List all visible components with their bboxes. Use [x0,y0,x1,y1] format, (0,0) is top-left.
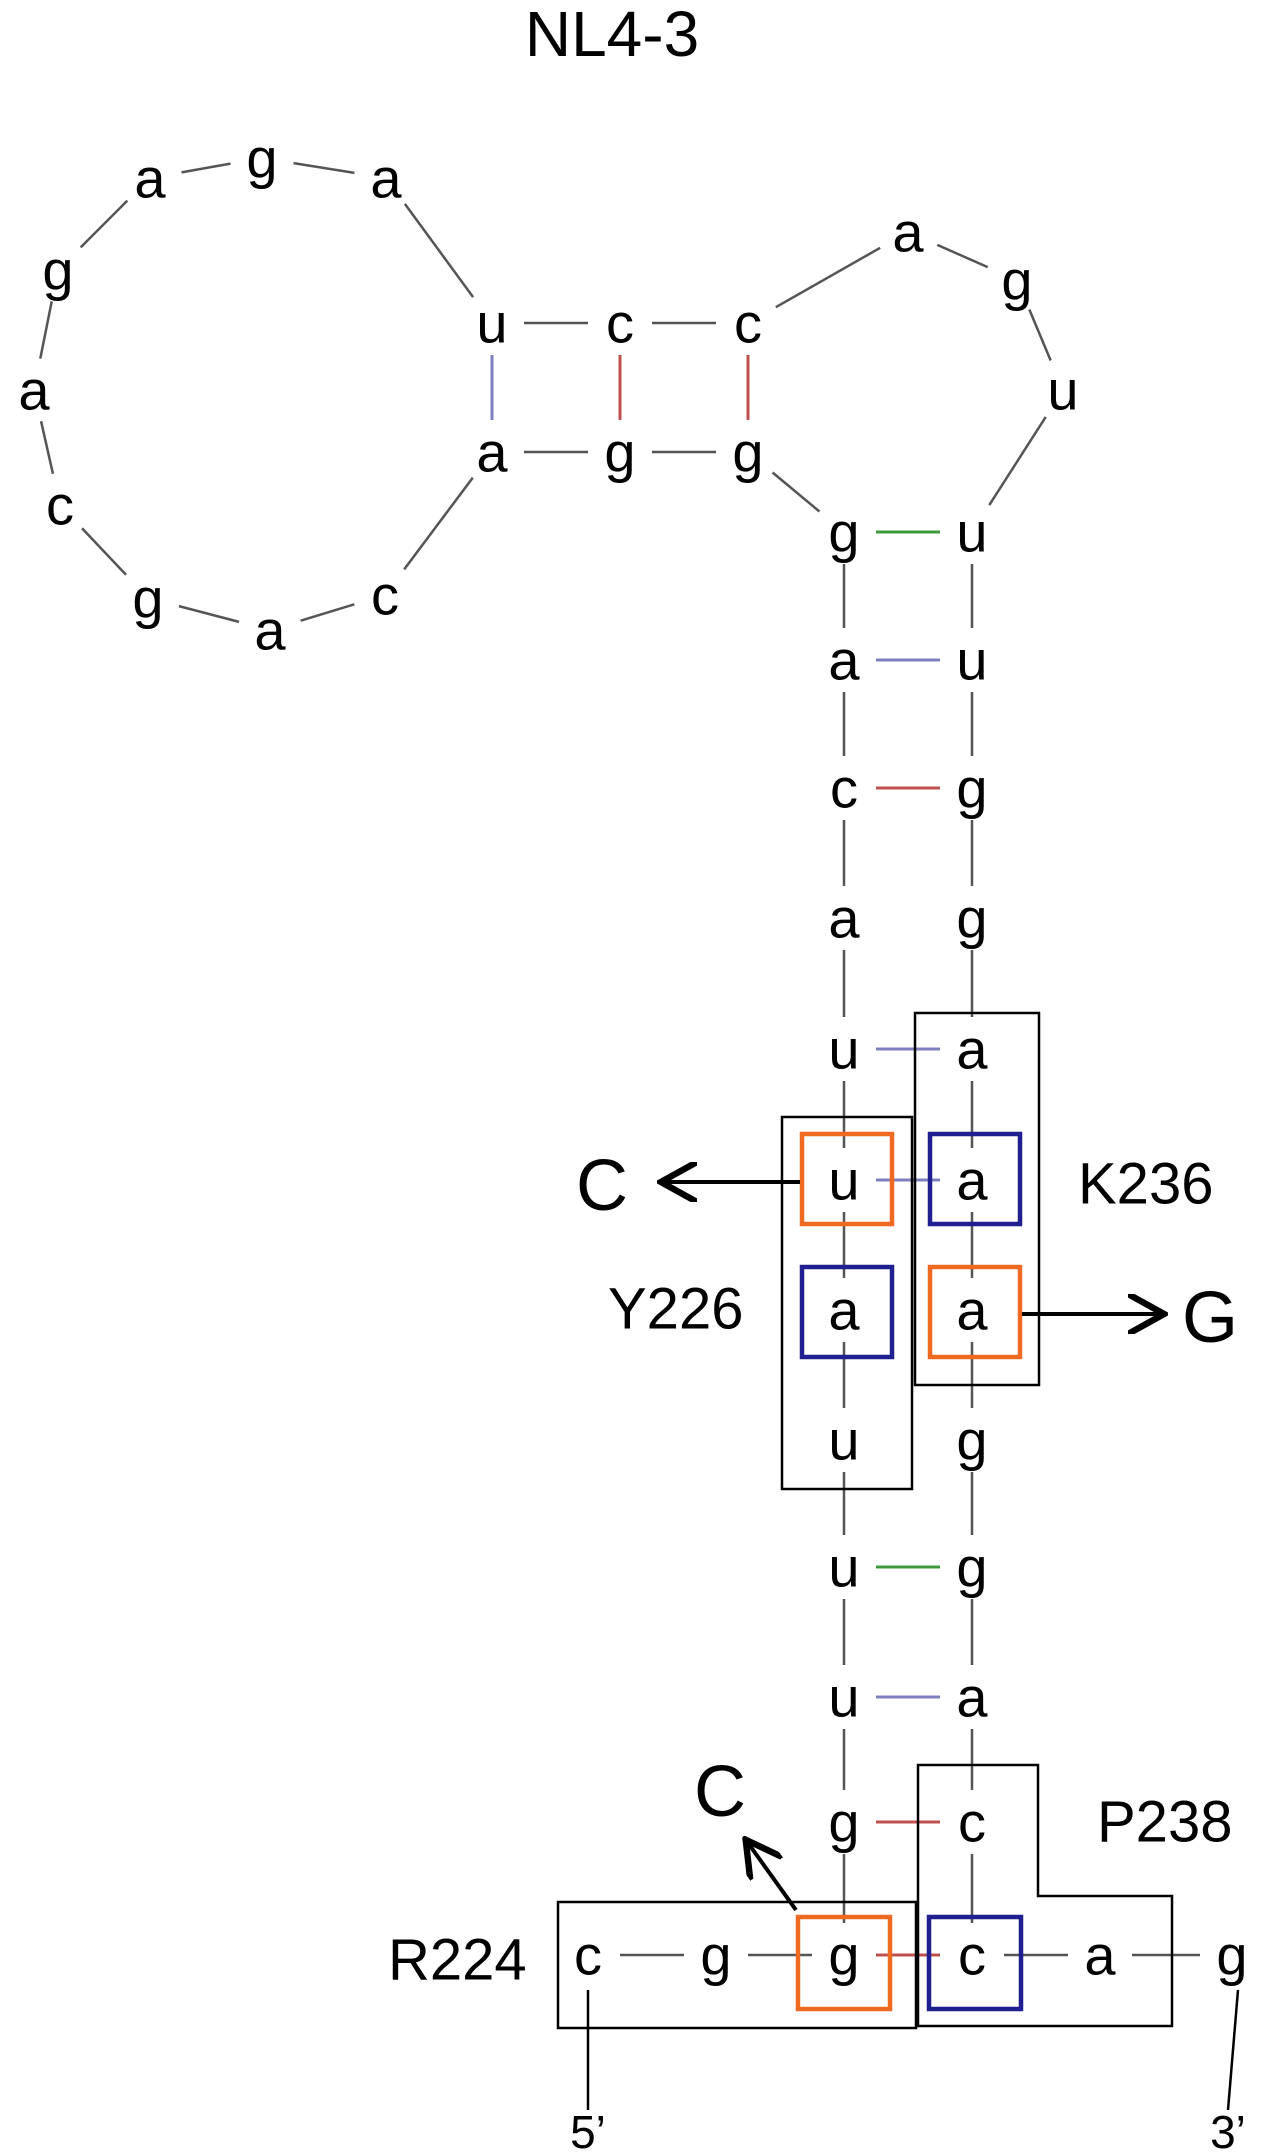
nucleotide-bottom-left: g [700,1924,731,1987]
label-k236: K236 [1078,1152,1213,1217]
nucleotide-right-strand: g [956,1409,987,1472]
backbone-segment [988,416,1047,506]
backbone-segment [403,203,475,298]
highlight-boxes [795,1131,1024,2012]
mutated-box-u226 [799,1131,895,1227]
nucleotide-right-strand: a [956,1666,988,1729]
nucleotide-right-strand: g [956,1536,987,1599]
compensating-box-c238 [926,1914,1024,2012]
nucleotide-right-strand: a [956,1149,988,1212]
nucleotide-right-strand: c [958,1791,986,1854]
nucleotide-bottom-left: c [574,1924,602,1987]
three-prime-label: 3’ [1210,2106,1246,2156]
nucleotide-left-loop: c [46,474,74,537]
three-prime-tail [1226,1989,1240,2111]
nucleotide-left-strand: a [828,887,860,950]
nucleotide-right-strand: g [956,887,987,950]
nucleotide-left-strand: a [828,1279,860,1342]
nucleotide-left-strand: c [830,757,858,820]
nucleotide-left-loop: c [371,564,399,627]
codon-frame-y226 [780,1115,914,1491]
label-r224: R224 [388,1928,527,1993]
nucleotide-left-strand: g [828,1791,859,1854]
nucleotide-right-strand: a [956,1279,988,1342]
nucleotide-upper-stem: c [734,292,762,355]
nucleotide-right-strand: a [956,1018,988,1081]
nucleotide-left-strand: u [828,1149,859,1212]
backbone-segment [79,199,129,249]
nucleotide-bottom-right: a [1084,1924,1116,1987]
nucleotide-left-strand: g [828,1924,859,1987]
nucleotide-left-strand: u [828,1409,859,1472]
backbone-segment [293,161,355,175]
mutated-box-g224 [795,1914,893,2012]
compensating-box-a235 [927,1131,1023,1227]
codon-frames [556,1011,1174,2030]
mutated-box-a236 [927,1264,1023,1360]
strand-tails [586,1989,1240,2111]
backbone-segment [300,603,355,622]
nucleotide-left-strand: g [828,501,859,564]
backbone-segment [178,604,240,624]
nucleotide-left-strand: u [828,1018,859,1081]
nucleotide-bottom-right: g [1216,1924,1247,1987]
compensating-box-a226 [799,1264,895,1360]
backbone-segment [771,471,821,513]
backbone-segment [936,243,989,269]
nucleotide-right-loop: u [1047,359,1078,422]
nucleotide-right-strand: u [956,501,987,564]
nucleotide-left-loop: a [134,147,166,210]
label-y226: Y226 [608,1277,743,1342]
nucleotide-left-strand: u [828,1536,859,1599]
nucleotide-left-loop: a [370,147,402,210]
mutation-c-upper: C [576,1146,628,1226]
nucleotide-upper-stem: a [476,421,508,484]
five-prime-label: 5’ [570,2106,606,2156]
backbone-segment [1028,309,1052,361]
nucleotide-right-strand: g [956,757,987,820]
nucleotide-upper-stem: u [476,292,507,355]
nucleotide-left-strand: a [828,629,860,692]
backbone-segment [403,476,474,571]
nucleotide-left-loop: g [132,567,163,630]
nucleotide-left-loop: a [18,359,50,422]
backbone-segment [181,162,231,174]
structure-title: NL4-3 [525,0,699,70]
nucleotide-right-strand: u [956,629,987,692]
codon-frame-r224 [556,1900,918,2030]
arrow-g-to-c [748,1843,798,1912]
codon-frame-k236 [913,1011,1041,1387]
backbone-segment [775,246,881,309]
mutation-arrows [665,1182,1160,1912]
nucleotide-left-strand: u [828,1666,859,1729]
nucleotide-right-loop: a [892,201,924,264]
nucleotide-upper-stem: g [732,421,763,484]
nucleotide-left-loop: a [254,599,286,662]
backbone-segment [39,420,55,475]
label-p238: P238 [1097,1790,1232,1855]
mutation-g: G [1182,1278,1238,1358]
nucleotide-left-loop: g [246,127,277,190]
nucleotide-upper-stem: c [606,292,634,355]
nucleotide-upper-stem: g [604,421,635,484]
nucleotide-left-loop: g [42,239,73,302]
mutation-c-lower: C [694,1752,746,1832]
nucleotide-right-loop: g [1001,249,1032,312]
base-pair-lines [490,355,940,1957]
backbone-segment [81,527,127,576]
nucleotide-right-strand: c [958,1924,986,1987]
backbone-segment [39,301,53,359]
codon-frame-p238 [916,1763,1174,2028]
